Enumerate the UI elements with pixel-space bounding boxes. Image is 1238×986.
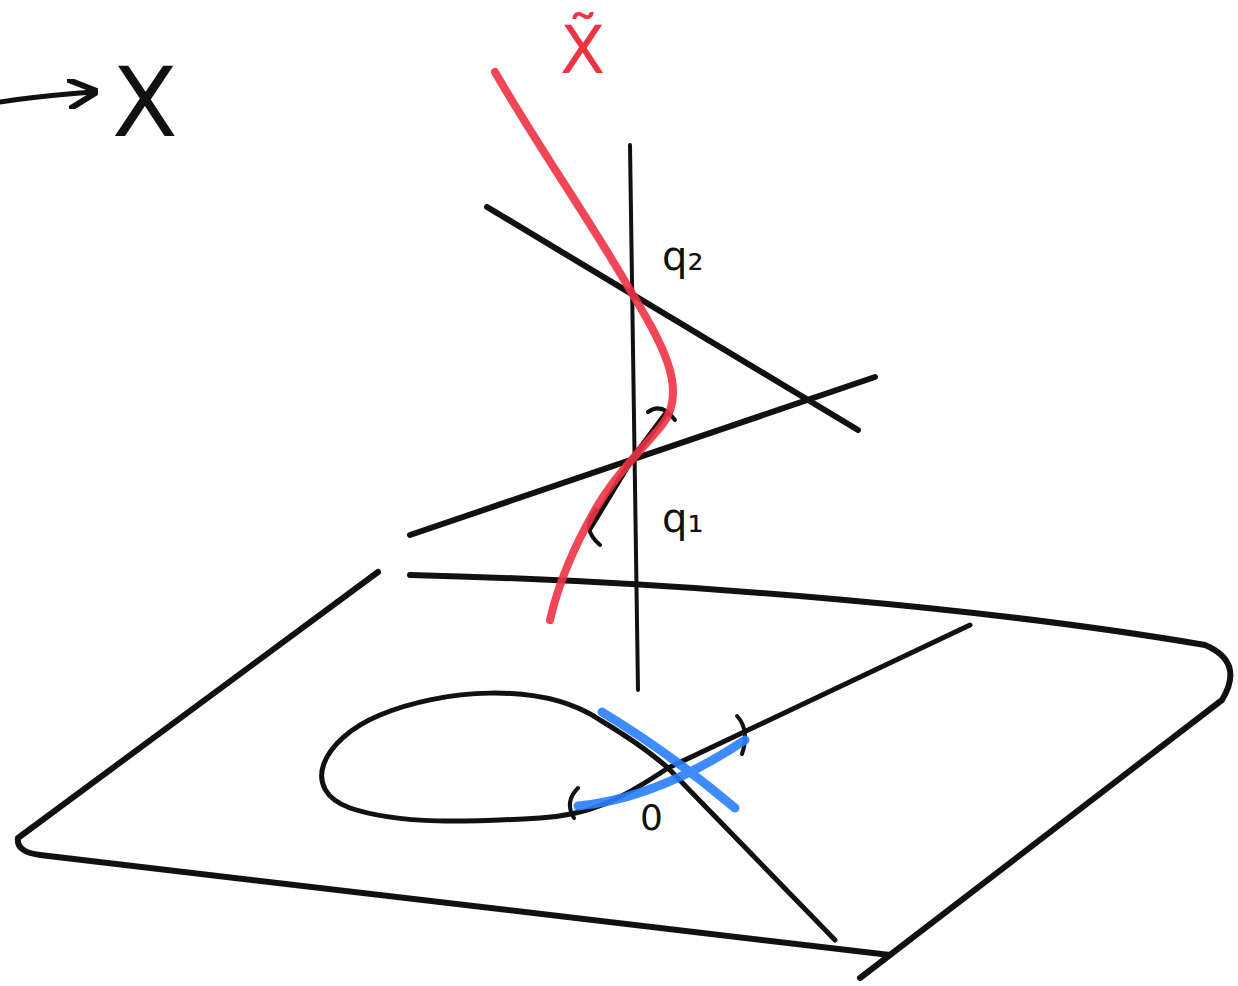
normalization-curve (495, 72, 673, 620)
node-mark (578, 740, 745, 806)
nodal-curve (322, 693, 835, 940)
fibre-line (630, 145, 638, 690)
plane-outline (410, 575, 1230, 978)
point-label: 0 (640, 800, 663, 836)
map-arrow (0, 92, 92, 102)
point-label: q₂ (662, 236, 703, 276)
plane-outline (18, 572, 890, 955)
point-label: q₁ (662, 498, 703, 538)
curve-name: X (112, 55, 178, 151)
curve-name: X̃ (560, 18, 605, 84)
curve-branch (668, 625, 970, 768)
exceptional-line (410, 377, 875, 535)
